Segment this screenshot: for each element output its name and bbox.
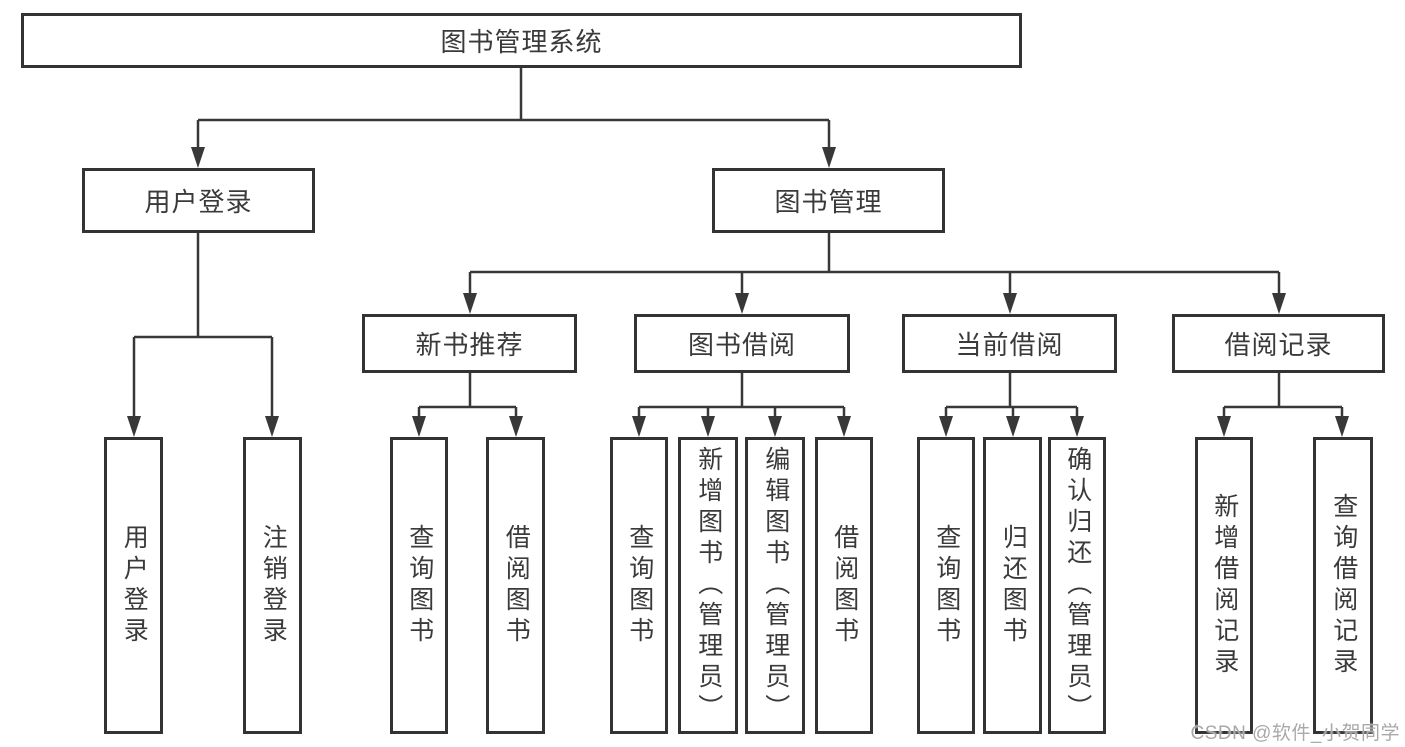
leaf-query-borrow-record-label: 查询借阅记录 bbox=[1329, 492, 1358, 679]
node-book-management-label: 图书管理 bbox=[774, 187, 883, 217]
leaf-logout: 注销登录 bbox=[243, 437, 302, 734]
leaf-return-books: 归还图书 bbox=[983, 437, 1042, 734]
leaf-query-books-borrow-label: 查询图书 bbox=[625, 523, 654, 648]
leaf-user-login: 用户登录 bbox=[104, 437, 163, 734]
node-user-login-label: 用户登录 bbox=[144, 187, 253, 217]
leaf-query-books-current: 查询图书 bbox=[917, 437, 975, 734]
node-book-management: 图书管理 bbox=[712, 168, 945, 233]
leaf-edit-book-admin: 编辑图书（管理员） bbox=[745, 437, 805, 734]
leaf-add-book-admin: 新增图书（管理员） bbox=[678, 437, 738, 734]
leaf-user-login-label: 用户登录 bbox=[120, 523, 149, 648]
node-borrow-records: 借阅记录 bbox=[1172, 314, 1385, 373]
leaf-confirm-return-admin-label: 确认归还（管理员） bbox=[1063, 446, 1092, 725]
node-new-book-recommend: 新书推荐 bbox=[362, 314, 577, 373]
leaf-confirm-return-admin: 确认归还（管理员） bbox=[1048, 437, 1106, 734]
leaf-query-books-current-label: 查询图书 bbox=[932, 523, 961, 648]
csdn-watermark: CSDN @软件_小贺同学 bbox=[1190, 723, 1400, 744]
leaf-query-borrow-record: 查询借阅记录 bbox=[1313, 437, 1373, 734]
leaf-query-books-recommend-label: 查询图书 bbox=[405, 523, 434, 648]
node-borrow-records-label: 借阅记录 bbox=[1224, 330, 1333, 360]
node-root: 图书管理系统 bbox=[21, 13, 1022, 68]
leaf-edit-book-admin-label: 编辑图书（管理员） bbox=[761, 446, 790, 725]
leaf-borrow-books-label: 借阅图书 bbox=[830, 523, 859, 648]
node-book-borrow-label: 图书借阅 bbox=[687, 330, 796, 360]
node-current-borrow: 当前借阅 bbox=[902, 314, 1117, 373]
leaf-borrow-books-recommend: 借阅图书 bbox=[486, 437, 545, 734]
leaf-return-books-label: 归还图书 bbox=[999, 523, 1028, 648]
leaf-query-books-recommend: 查询图书 bbox=[390, 437, 448, 734]
node-user-login: 用户登录 bbox=[82, 168, 315, 233]
node-root-label: 图书管理系统 bbox=[440, 27, 603, 57]
leaf-add-book-admin-label: 新增图书（管理员） bbox=[694, 446, 723, 725]
leaf-add-borrow-record: 新增借阅记录 bbox=[1195, 437, 1253, 734]
node-new-book-recommend-label: 新书推荐 bbox=[415, 330, 524, 360]
leaf-borrow-books: 借阅图书 bbox=[815, 437, 873, 734]
leaf-logout-label: 注销登录 bbox=[259, 523, 288, 648]
leaf-query-books-borrow: 查询图书 bbox=[610, 437, 668, 734]
leaf-borrow-books-recommend-label: 借阅图书 bbox=[502, 523, 531, 648]
leaf-add-borrow-record-label: 新增借阅记录 bbox=[1210, 492, 1239, 679]
node-book-borrow: 图书借阅 bbox=[634, 314, 850, 373]
node-current-borrow-label: 当前借阅 bbox=[955, 330, 1064, 360]
